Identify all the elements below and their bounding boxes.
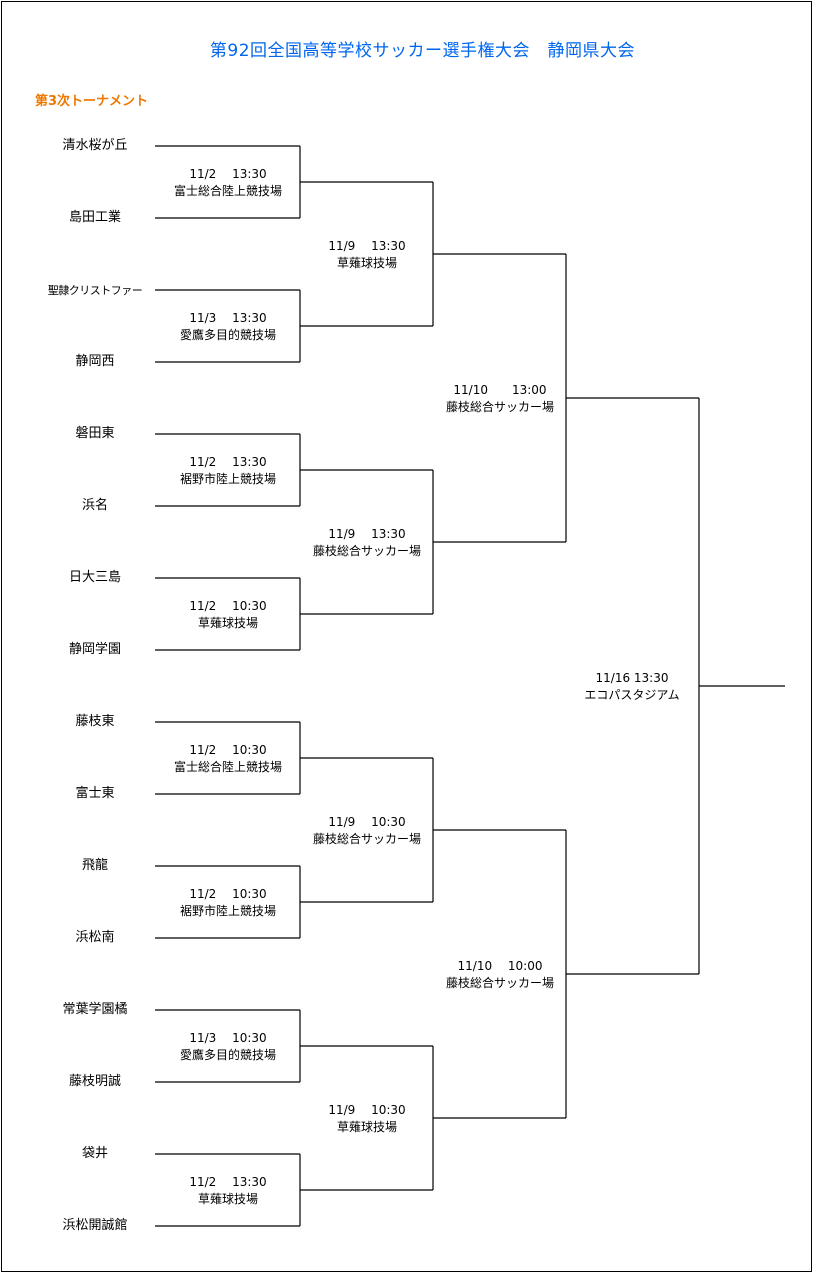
match-datetime: 11/2 13:30: [189, 1175, 267, 1189]
match-venue: 裾野市陸上競技場: [179, 472, 276, 486]
match-venue: 愛鷹多目的競技場: [179, 328, 276, 342]
team-name: 飛龍: [81, 858, 108, 873]
match-info-final: 11/16 13:30 エコパスタジアム: [562, 670, 702, 704]
match-datetime: 11/10 10:00: [457, 959, 543, 973]
match-venue: 藤枝総合サッカー場: [312, 544, 421, 558]
match-datetime: 11/2 10:30: [189, 743, 267, 757]
team-name: 浜松南: [75, 930, 115, 945]
match-datetime: 11/2 10:30: [189, 887, 267, 901]
match-info-round1: 11/2 10:30 富士総合陸上競技場: [158, 742, 298, 776]
match-datetime: 11/2 13:30: [189, 167, 267, 181]
team-name: 常葉学園橘: [62, 1002, 128, 1017]
match-venue: 草薙球技場: [197, 1192, 258, 1206]
match-venue: 裾野市陸上競技場: [179, 904, 276, 918]
match-info-round1: 11/3 10:30 愛鷹多目的競技場: [158, 1030, 298, 1064]
team-name: 浜名: [81, 498, 108, 513]
team-name: 静岡西: [75, 354, 115, 369]
match-venue: 草薙球技場: [336, 256, 397, 270]
match-datetime: 11/16 13:30: [595, 671, 669, 685]
match-venue: 富士総合陸上競技場: [173, 184, 282, 198]
match-info-round1: 11/2 13:30 裾野市陸上競技場: [158, 454, 298, 488]
match-info-round1: 11/2 13:30 富士総合陸上競技場: [158, 166, 298, 200]
match-venue: エコパスタジアム: [584, 688, 680, 702]
tournament-stage-label: 第3次トーナメント: [35, 94, 149, 109]
match-datetime: 11/9 13:30: [328, 527, 406, 541]
match-info-round1: 11/2 10:30 草薙球技場: [158, 598, 298, 632]
match-info-round1: 11/2 10:30 裾野市陸上競技場: [158, 886, 298, 920]
match-info-round2: 11/9 13:30 藤枝総合サッカー場: [297, 526, 437, 560]
match-datetime: 11/2 13:30: [189, 455, 267, 469]
team-name: 静岡学園: [68, 642, 121, 657]
match-datetime: 11/9 10:30: [328, 815, 406, 829]
match-venue: 藤枝総合サッカー場: [445, 976, 554, 990]
match-info-semifinal: 11/10 13:00 藤枝総合サッカー場: [430, 382, 570, 416]
team-name: 磐田東: [75, 426, 115, 441]
match-venue: 草薙球技場: [336, 1120, 397, 1134]
match-datetime: 11/2 10:30: [189, 599, 267, 613]
team-name: 島田工業: [68, 210, 121, 225]
match-info-round2: 11/9 13:30 草薙球技場: [297, 238, 437, 272]
match-info-semifinal: 11/10 10:00 藤枝総合サッカー場: [430, 958, 570, 992]
team-name: 藤枝明誠: [68, 1074, 121, 1089]
page-title: 第92回全国高等学校サッカー選手権大会 静岡県大会: [209, 41, 636, 61]
team-name: 富士東: [75, 786, 115, 801]
match-venue: 藤枝総合サッカー場: [445, 400, 554, 414]
match-datetime: 11/10 13:00: [453, 383, 547, 397]
match-venue: 藤枝総合サッカー場: [312, 832, 421, 846]
match-info-round1: 11/2 13:30 草薙球技場: [158, 1174, 298, 1208]
match-info-round2: 11/9 10:30 草薙球技場: [297, 1102, 437, 1136]
match-datetime: 11/9 13:30: [328, 239, 406, 253]
team-name: 藤枝東: [75, 714, 115, 729]
match-info-round1: 11/3 13:30 愛鷹多目的競技場: [158, 310, 298, 344]
team-name: 日大三島: [68, 570, 121, 585]
match-info-round2: 11/9 10:30 藤枝総合サッカー場: [297, 814, 437, 848]
match-venue: 富士総合陸上競技場: [173, 760, 282, 774]
team-name: 聖隷クリストファー: [47, 284, 143, 297]
team-name: 袋井: [81, 1146, 108, 1161]
match-venue: 愛鷹多目的競技場: [179, 1048, 276, 1062]
match-datetime: 11/3 10:30: [189, 1031, 267, 1045]
match-datetime: 11/9 10:30: [328, 1103, 406, 1117]
team-name: 清水桜が丘: [62, 138, 128, 153]
match-datetime: 11/3 13:30: [189, 311, 267, 325]
team-name: 浜松開誠館: [62, 1218, 128, 1233]
match-venue: 草薙球技場: [197, 616, 258, 630]
